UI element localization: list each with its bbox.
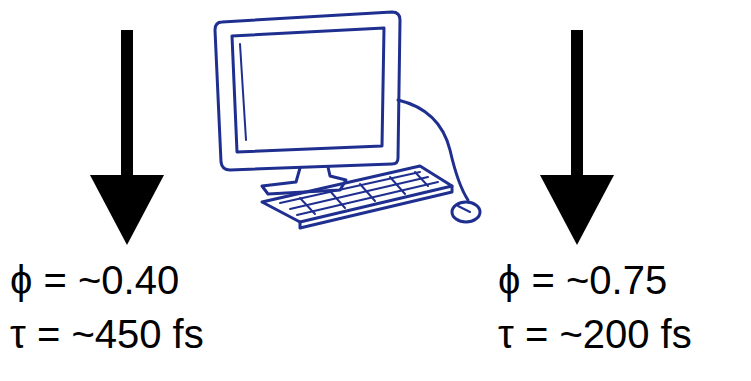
parameter-label: ϕ = ~0.75: [498, 258, 667, 302]
down-arrow: [90, 30, 164, 245]
parameter-label: τ = ~200 fs: [498, 312, 692, 356]
down-arrow: [540, 30, 614, 245]
parameter-label: ϕ = ~0.40: [10, 258, 179, 302]
parameter-label: τ = ~450 fs: [10, 312, 204, 356]
computer-icon: [215, 12, 480, 228]
